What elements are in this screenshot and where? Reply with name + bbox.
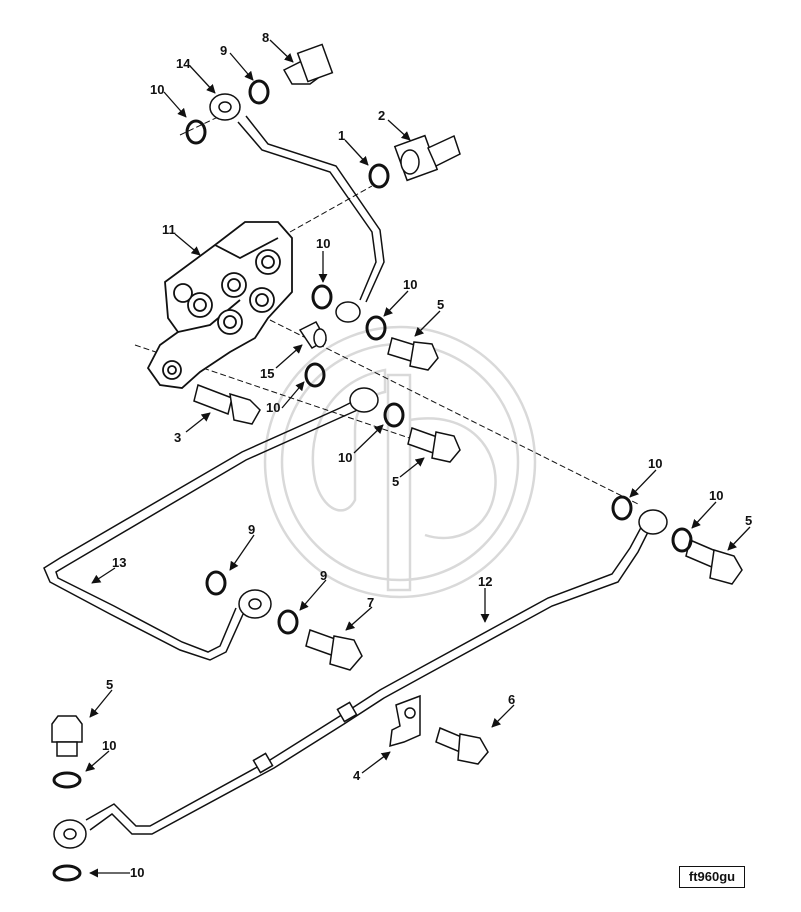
figure-code-badge: ft960gu — [679, 866, 745, 888]
callout-4: 4 — [353, 768, 361, 783]
washers — [52, 79, 693, 882]
watermark-logo — [263, 325, 537, 599]
callout-10-mid-left: 10 — [266, 400, 280, 415]
callout-7: 7 — [367, 595, 374, 610]
callout-9-top: 9 — [220, 43, 227, 58]
callout-6: 6 — [508, 692, 515, 707]
tube-upper — [209, 93, 385, 323]
callout-15: 15 — [260, 366, 274, 381]
callout-11: 11 — [162, 222, 176, 237]
callout-12: 12 — [478, 574, 492, 589]
tube-13 — [43, 387, 379, 661]
callout-3: 3 — [174, 430, 181, 445]
callout-5-upper: 5 — [437, 297, 444, 312]
bolt-5-middle — [407, 427, 461, 463]
tube-12 — [53, 509, 668, 849]
callout-14: 14 — [176, 56, 191, 71]
leader-arrows — [85, 39, 751, 878]
fitting-15 — [298, 321, 328, 349]
fitting-2 — [393, 134, 461, 182]
bolt-5-right — [685, 538, 743, 585]
callout-5-mid: 5 — [392, 474, 399, 489]
callout-10-lower: 10 — [102, 738, 116, 753]
bolt-7 — [305, 629, 363, 671]
callout-10-block-right: 10 — [403, 277, 417, 292]
callout-5-lower: 5 — [106, 677, 113, 692]
callout-1: 1 — [338, 128, 345, 143]
callout-labels: 8 9 14 10 2 1 11 10 10 5 15 10 3 10 5 10… — [102, 30, 752, 880]
centerlines — [134, 116, 641, 506]
callout-10-right-b: 10 — [709, 488, 723, 503]
bolt-3 — [193, 383, 261, 425]
callout-10-bottom: 10 — [130, 865, 144, 880]
callout-9-lower: 9 — [320, 568, 327, 583]
callout-10-top: 10 — [150, 82, 164, 97]
fitting-8 — [282, 43, 334, 85]
callout-8: 8 — [262, 30, 269, 45]
callout-9-mid: 9 — [248, 522, 255, 537]
clamp-4 — [389, 694, 421, 748]
bolt-6 — [435, 726, 489, 765]
manifold-block — [146, 221, 293, 389]
callout-2: 2 — [378, 108, 385, 123]
callout-10-block: 10 — [316, 236, 330, 251]
callout-13: 13 — [112, 555, 126, 570]
bolt-5-upper — [387, 337, 439, 371]
bolt-5-lower — [51, 715, 83, 757]
callout-10-right-a: 10 — [648, 456, 662, 471]
callout-10-mid: 10 — [338, 450, 352, 465]
callout-5-right: 5 — [745, 513, 752, 528]
